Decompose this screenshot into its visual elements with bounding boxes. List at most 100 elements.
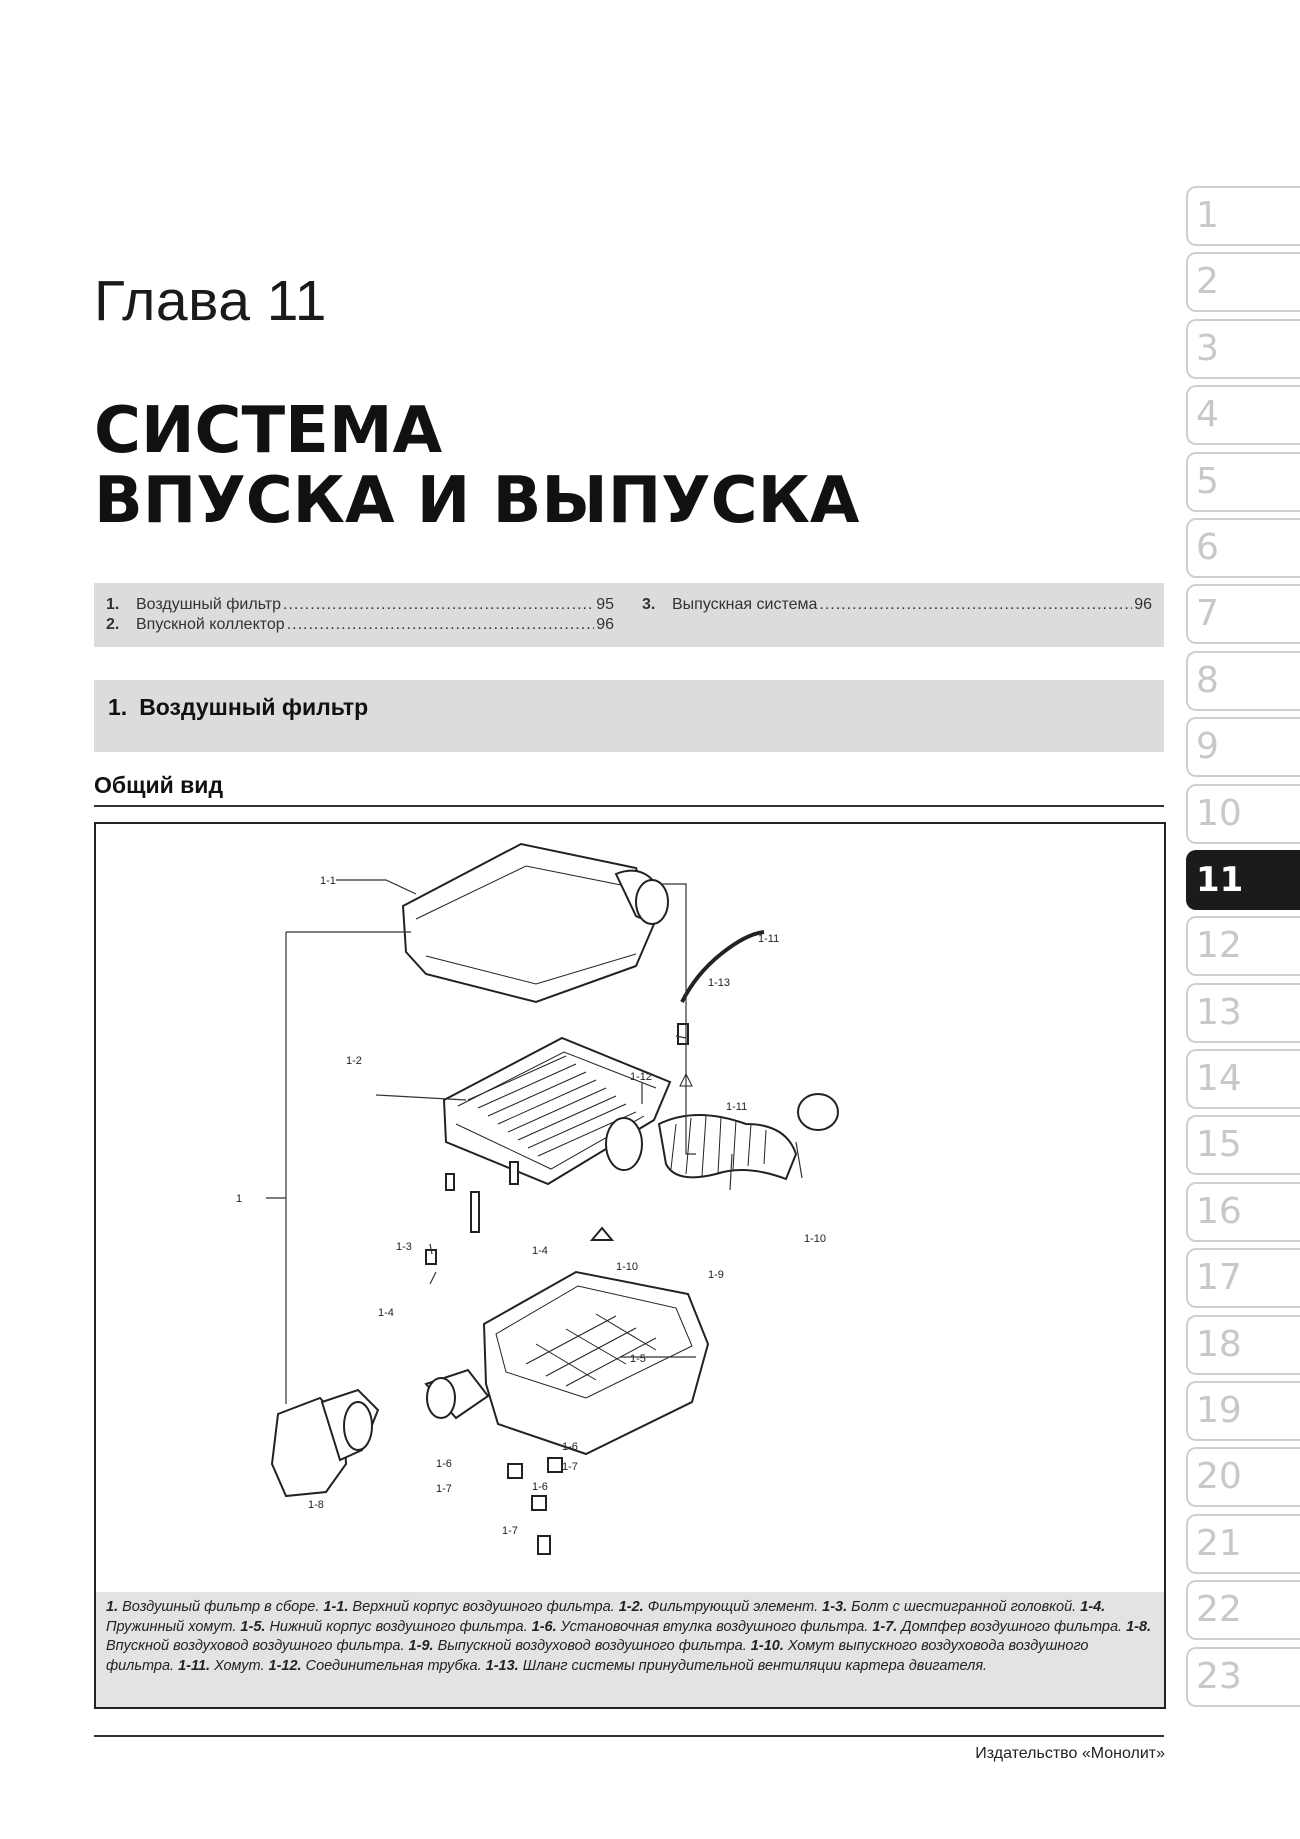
- chapter-tab-6[interactable]: 6: [1186, 517, 1300, 578]
- label-1-4b: 1-4: [378, 1307, 394, 1319]
- label-1-6b: 1-6: [436, 1458, 452, 1470]
- caption-code: 1-10.: [750, 1638, 784, 1654]
- table-of-contents: 1. Воздушный фильтр 95 2. Впускной колле…: [94, 583, 1164, 647]
- chapter-tab-12[interactable]: 12: [1186, 916, 1300, 977]
- toc-item-page: 96: [1134, 596, 1152, 613]
- label-1-10a: 1-10: [616, 1261, 638, 1273]
- chapter-tab-10[interactable]: 10: [1186, 783, 1300, 844]
- footer-divider: [94, 1735, 1164, 1737]
- caption-code: 1-9.: [408, 1638, 434, 1654]
- chapter-tab-3[interactable]: 3: [1186, 318, 1300, 379]
- chapter-tab-22[interactable]: 22: [1186, 1580, 1300, 1641]
- title-line-2: ВПУСКА И ВЫПУСКА: [94, 464, 860, 538]
- chapter-tab-13[interactable]: 13: [1186, 982, 1300, 1043]
- caption-text: Фильтрующий элемент.: [643, 1599, 823, 1615]
- chapter-tab-4[interactable]: 4: [1186, 385, 1300, 446]
- toc-item[interactable]: 1. Воздушный фильтр 95: [106, 595, 614, 615]
- toc-item-number: 3.: [642, 596, 656, 613]
- chapter-tab-9[interactable]: 9: [1186, 717, 1300, 778]
- toc-item[interactable]: 2. Впускной коллектор 96: [106, 615, 614, 635]
- label-1: 1: [236, 1193, 242, 1205]
- label-1-10b: 1-10: [804, 1233, 826, 1245]
- caption-text: Верхний корпус воздушного фильтра.: [348, 1599, 619, 1615]
- toc-column-left: 1. Воздушный фильтр 95 2. Впускной колле…: [106, 595, 614, 635]
- caption-text: Болт с шестигранной головкой.: [847, 1599, 1081, 1615]
- chapter-tab-18[interactable]: 18: [1186, 1314, 1300, 1375]
- section-title: 1.Воздушный фильтр: [108, 694, 368, 721]
- label-1-7c: 1-7: [502, 1525, 518, 1537]
- chapter-tab-5[interactable]: 5: [1186, 451, 1300, 512]
- publisher-credit: Издательство «Монолит»: [975, 1745, 1165, 1762]
- toc-leader-dots: [287, 615, 595, 635]
- toc-leader-dots: [283, 595, 594, 615]
- lower-housing-drawing: [424, 1270, 710, 1456]
- chapter-tab-14[interactable]: 14: [1186, 1049, 1300, 1110]
- toc-item-page: 95: [596, 596, 614, 613]
- chapter-tab-8[interactable]: 8: [1186, 650, 1300, 711]
- caption-text: Впускной воздуховод воздушного фильтра.: [106, 1638, 409, 1654]
- label-1-4a: 1-4: [532, 1245, 548, 1257]
- caption-text: Выпускной воздуховод воздушного фильтра.: [433, 1638, 751, 1654]
- label-1-12: 1-12: [630, 1071, 652, 1083]
- caption-code: 1-13.: [485, 1657, 519, 1674]
- label-1-8: 1-8: [308, 1499, 324, 1511]
- toc-leader-dots: [819, 595, 1132, 615]
- chapter-tab-16[interactable]: 16: [1186, 1181, 1300, 1242]
- chapter-tab-7[interactable]: 7: [1186, 584, 1300, 645]
- caption-text: Соединительная трубка.: [301, 1657, 486, 1674]
- label-1-6a: 1-6: [562, 1441, 578, 1453]
- small-parts-drawing: [425, 1161, 615, 1555]
- caption-text: Пружинный хомут.: [106, 1618, 241, 1635]
- caption-code: 1-2.: [618, 1599, 644, 1615]
- chapter-tab-19[interactable]: 19: [1186, 1381, 1300, 1442]
- chapter-tab-20[interactable]: 20: [1186, 1447, 1300, 1508]
- caption-text: Нижний корпус воздушного фильтра.: [265, 1618, 532, 1635]
- caption-code: 1-11.: [178, 1657, 211, 1674]
- exploded-diagram: 1-1 1-2 1 1-3 1-4 1-4 1-5 1-6 1-6 1-6 1-…: [94, 822, 1166, 1596]
- label-1-7a: 1-7: [562, 1461, 578, 1473]
- chapter-tab-21[interactable]: 21: [1186, 1513, 1300, 1574]
- subheading-general-view: Общий вид: [94, 772, 1164, 807]
- toc-item-page: 96: [596, 616, 614, 633]
- caption-text: Шланг системы принудительной вентиляции …: [518, 1657, 988, 1674]
- leader-lines: [266, 879, 803, 1404]
- label-1-9: 1-9: [708, 1269, 724, 1281]
- label-1-7b: 1-7: [436, 1483, 452, 1495]
- chapter-tab-15[interactable]: 15: [1186, 1115, 1300, 1176]
- caption-code: 1-3.: [822, 1599, 848, 1615]
- label-1-6c: 1-6: [532, 1481, 548, 1493]
- chapter-tab-23[interactable]: 23: [1186, 1646, 1300, 1707]
- toc-item-number: 1.: [106, 596, 120, 613]
- caption-text: Домпфер воздушного фильтра.: [897, 1618, 1127, 1635]
- figure-caption: 1. Воздушный фильтр в сборе. 1-1. Верхни…: [94, 1592, 1166, 1709]
- caption-code: 1-8.: [1126, 1618, 1152, 1635]
- section-header: 1.Воздушный фильтр: [94, 680, 1164, 752]
- outlet-duct-drawing: [605, 930, 839, 1181]
- caption-code: 1-7.: [872, 1618, 898, 1635]
- chapter-tab-1[interactable]: 1: [1186, 186, 1300, 246]
- caption-code: 1-5.: [240, 1618, 266, 1635]
- caption-text: Хомут.: [210, 1657, 269, 1674]
- section-number: 1.: [108, 694, 128, 720]
- caption-code: 1-4.: [1080, 1599, 1106, 1615]
- chapter-tab-11-active[interactable]: 11: [1186, 849, 1300, 910]
- label-1-11a: 1-11: [758, 933, 779, 945]
- diagram-drawing: 1-1 1-2 1 1-3 1-4 1-4 1-5 1-6 1-6 1-6 1-…: [236, 842, 839, 1555]
- chapter-tabs: 1 2 3 4 5 6 7 8 9 10 11 12 13 14 15 16 1…: [1186, 186, 1300, 1713]
- title-line-1: СИСТЕМА: [94, 394, 443, 468]
- chapter-tab-2[interactable]: 2: [1186, 252, 1300, 313]
- toc-item-text: Воздушный фильтр: [136, 596, 282, 613]
- caption-code: 1-6.: [531, 1618, 557, 1635]
- caption-code: 1-12.: [268, 1657, 302, 1674]
- toc-item-text: Выпускная система: [672, 596, 818, 613]
- toc-item[interactable]: 3. Выпускная система 96: [642, 595, 1152, 615]
- upper-housing-drawing: [401, 842, 669, 1004]
- label-1-3: 1-3: [396, 1241, 412, 1253]
- caption-code: 1-1.: [323, 1599, 349, 1615]
- caption-text: Установочная втулка воздушного фильтра.: [556, 1618, 873, 1635]
- toc-item-number: 2.: [106, 616, 120, 633]
- intake-duct-drawing: [270, 1388, 380, 1498]
- chapter-tab-17[interactable]: 17: [1186, 1248, 1300, 1309]
- chapter-label: Глава 11: [94, 269, 327, 333]
- label-1-5: 1-5: [630, 1353, 646, 1365]
